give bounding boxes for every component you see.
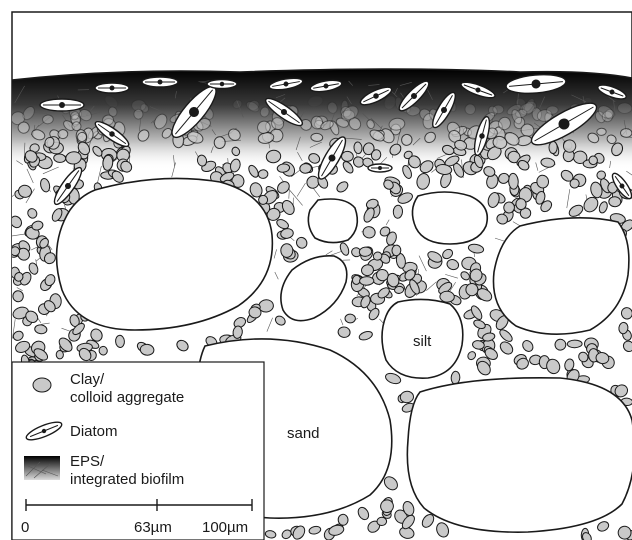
scale-tick-100: 100µm — [202, 519, 248, 536]
sand-label: sand — [287, 425, 320, 442]
clay-aggregate — [440, 291, 455, 303]
clay-aggregate — [58, 129, 69, 139]
clay-aggregate — [392, 245, 402, 256]
eps-biofilm-icon — [24, 456, 60, 480]
clay-aggregate — [338, 514, 349, 526]
clay-aggregate — [393, 205, 403, 218]
clay-aggregate — [617, 102, 632, 113]
clay-aggregate — [13, 290, 24, 302]
clay-aggregate — [597, 128, 607, 136]
legend: Clay/ colloid aggregate Diatom EPS/ inte… — [12, 362, 264, 540]
clay-aggregate — [345, 314, 356, 323]
clay-aggregate — [360, 276, 374, 285]
clay-aggregate — [258, 169, 268, 179]
legend-eps-line1: EPS/ — [70, 453, 105, 470]
legend-diatom: Diatom — [70, 423, 118, 440]
clay-aggregate — [620, 129, 632, 138]
clay-aggregate — [549, 141, 557, 153]
sand-grain-right-mid — [493, 218, 628, 334]
silt-grain-small-1 — [308, 199, 357, 243]
scale-tick-0: 0 — [21, 519, 29, 536]
clay-aggregate — [311, 133, 323, 142]
clay-aggregate — [608, 196, 621, 207]
clay-aggregate — [493, 105, 504, 114]
legend-eps-line2: integrated biofilm — [70, 471, 184, 488]
clay-aggregate — [377, 517, 387, 525]
clay-aggregate — [281, 244, 293, 258]
clay-aggregate — [546, 106, 558, 115]
diatom — [40, 99, 84, 111]
silt-grain-oval — [412, 192, 487, 244]
silt-label: silt — [413, 333, 432, 350]
clay-aggregate — [466, 283, 478, 295]
clay-aggregate — [131, 99, 146, 111]
clay-aggregate — [214, 137, 225, 149]
clay-aggregate — [567, 340, 582, 348]
legend-clay-line1: Clay/ — [70, 371, 105, 388]
scale-tick-63: 63µm — [134, 519, 172, 536]
diatom — [207, 80, 237, 89]
diatom — [95, 83, 129, 93]
sand-grain-bottom-right — [407, 378, 632, 532]
diatom — [368, 164, 392, 172]
legend-clay-line2: colloid aggregate — [70, 389, 184, 406]
diatom — [142, 77, 178, 87]
clay-aggregate-icon — [33, 378, 51, 392]
